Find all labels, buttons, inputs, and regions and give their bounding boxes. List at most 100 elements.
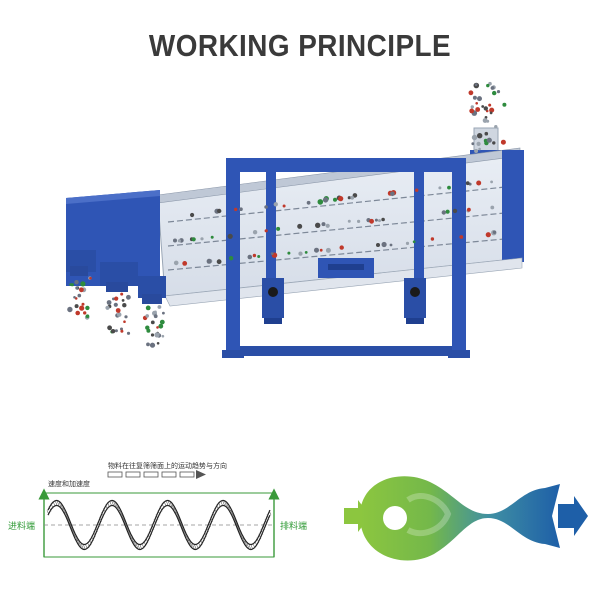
particle xyxy=(153,314,158,319)
particle xyxy=(67,306,73,313)
particle xyxy=(74,304,79,309)
wave-line xyxy=(47,504,271,551)
particle xyxy=(114,329,118,333)
particle xyxy=(75,286,79,290)
wave-hatch xyxy=(230,510,233,516)
wave-hatch xyxy=(240,533,243,539)
wave-hatch xyxy=(48,506,52,512)
particle xyxy=(69,283,72,286)
particle xyxy=(206,258,212,264)
particle xyxy=(173,260,179,266)
particle xyxy=(488,103,492,107)
particle xyxy=(476,180,482,186)
particle xyxy=(150,320,155,325)
particle xyxy=(484,116,488,119)
page-title: WORKING PRINCIPLE xyxy=(148,28,452,63)
wave-hatch xyxy=(167,500,171,506)
wave-hatch xyxy=(125,524,128,530)
particle xyxy=(482,118,488,123)
wave-hatch xyxy=(226,503,229,509)
particle xyxy=(339,245,344,250)
wave-hatch xyxy=(93,531,96,537)
particle xyxy=(489,111,493,115)
particle xyxy=(352,193,358,198)
particle xyxy=(276,226,281,231)
particle xyxy=(459,235,464,239)
wave-hatch xyxy=(192,543,195,549)
particle xyxy=(107,325,112,331)
wave-hatch xyxy=(198,542,201,548)
particle xyxy=(485,232,491,238)
wave-hatch xyxy=(190,542,193,548)
wave-hatch xyxy=(119,510,122,516)
wave-hatch xyxy=(252,543,256,549)
wave-hatch xyxy=(153,519,157,525)
particle xyxy=(490,180,493,184)
wave-hatch xyxy=(216,504,219,510)
wave-hatch xyxy=(58,502,62,508)
particle xyxy=(112,297,115,301)
wave-hatch xyxy=(111,500,114,506)
wave-hatch xyxy=(234,519,237,525)
wave-hatch xyxy=(101,512,104,518)
velocity-label: 速度和加速度 xyxy=(48,479,90,488)
particle xyxy=(470,105,474,109)
particle xyxy=(486,83,490,88)
wave-hatch xyxy=(163,501,167,507)
discharge-box xyxy=(66,190,166,304)
wave-hatch xyxy=(268,510,272,516)
particle xyxy=(467,207,471,212)
particle xyxy=(297,223,303,229)
sifter-machine-illustration xyxy=(66,81,524,358)
wave-hatch xyxy=(145,537,149,543)
wave-hatch xyxy=(89,539,92,545)
particle xyxy=(120,292,124,296)
flow-swirl-highlight xyxy=(406,493,452,537)
particle xyxy=(471,134,478,141)
particle xyxy=(306,200,311,205)
wave-hatch xyxy=(254,540,258,547)
particle xyxy=(347,196,351,200)
particle xyxy=(200,237,204,241)
particle xyxy=(154,332,160,338)
particle xyxy=(157,305,162,309)
particle xyxy=(405,241,410,245)
particle xyxy=(490,86,495,90)
wave-hatch xyxy=(75,535,78,541)
particle xyxy=(452,208,458,214)
wave-hatch xyxy=(137,544,141,550)
particle xyxy=(247,254,253,260)
particle xyxy=(481,105,485,108)
particle xyxy=(389,243,393,247)
particle xyxy=(492,90,497,96)
wave-hatch xyxy=(204,531,207,537)
particle xyxy=(145,314,149,318)
particle xyxy=(252,230,258,235)
wave-hatch xyxy=(186,535,189,541)
wave-hatch xyxy=(212,512,215,518)
particle xyxy=(116,312,122,317)
particle xyxy=(430,237,435,241)
wave-hatch xyxy=(149,529,153,535)
particle xyxy=(325,223,330,228)
particle xyxy=(357,219,361,223)
particle xyxy=(322,197,329,203)
particle xyxy=(314,247,319,253)
particle xyxy=(492,230,497,234)
wave-hatch xyxy=(179,521,183,527)
wave-hatch xyxy=(66,516,70,522)
wave-hatch xyxy=(77,539,80,545)
wave-line xyxy=(47,499,271,546)
particle xyxy=(469,108,475,114)
particle xyxy=(162,311,165,315)
particle xyxy=(475,107,481,112)
wave-hatch xyxy=(244,540,248,547)
particle xyxy=(123,320,126,324)
particle xyxy=(257,255,261,258)
wave-hatch xyxy=(218,502,221,508)
particle xyxy=(492,141,496,145)
particle xyxy=(477,96,482,102)
particle xyxy=(79,287,84,293)
wave-hatch xyxy=(131,537,135,543)
wave-hatch xyxy=(242,537,246,543)
